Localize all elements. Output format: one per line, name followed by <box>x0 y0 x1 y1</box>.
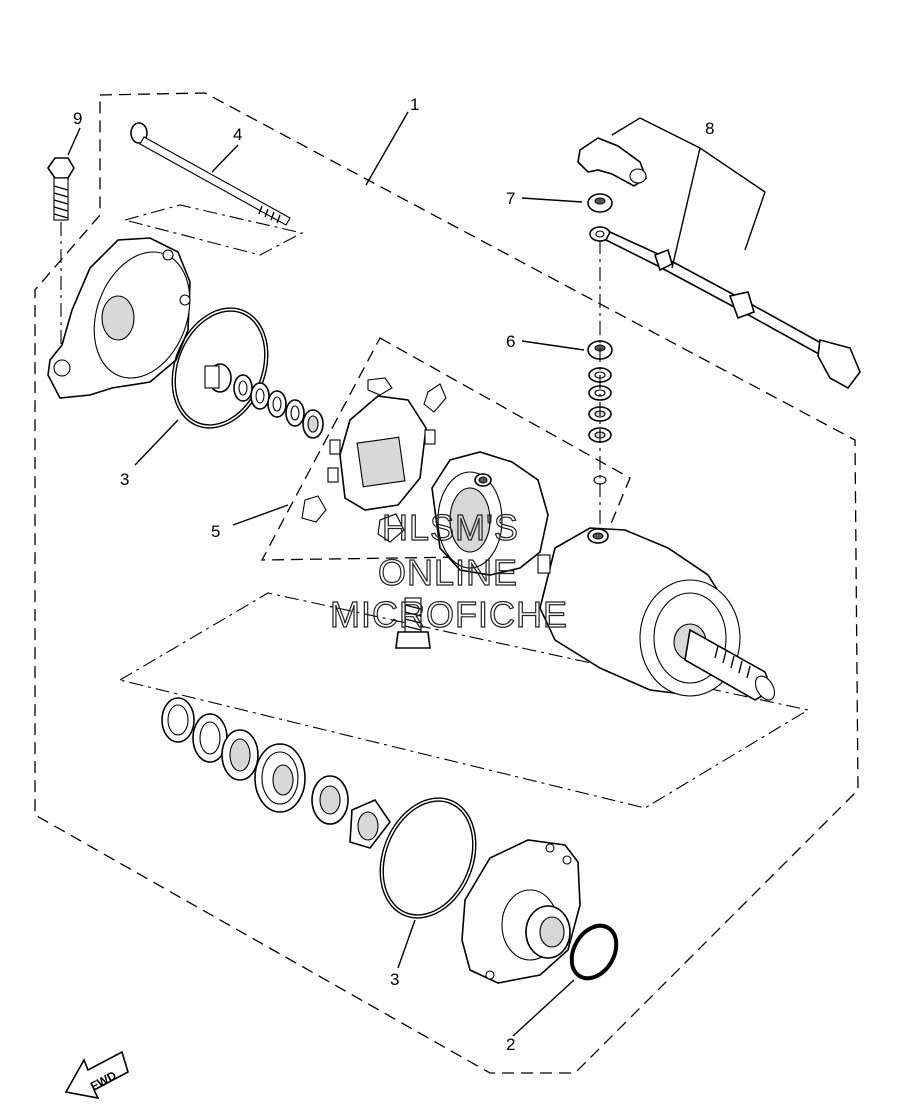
armature-outline-box <box>118 592 810 809</box>
starter-lead-cable <box>577 137 861 390</box>
bolt-part-9 <box>47 157 75 368</box>
label-part-2: 2 <box>506 1035 515 1054</box>
armature-motor-body <box>537 527 776 701</box>
label-part-8: 8 <box>705 119 714 138</box>
o-ring-lower <box>379 797 477 919</box>
label-part-1: 1 <box>410 95 419 114</box>
o-ring-part-2 <box>569 923 619 981</box>
through-bolt-part-4 <box>130 122 291 226</box>
label-part-3-lower: 3 <box>390 970 399 989</box>
terminal-hardware-stack <box>587 193 613 530</box>
washer-stack-upper <box>204 363 324 439</box>
terminal-stud <box>395 597 431 649</box>
label-part-7: 7 <box>506 189 515 208</box>
svg-text:MICROFICHE: MICROFICHE <box>330 594 568 635</box>
watermark: HLSM'S ONLINE MICROFICHE <box>329 506 568 635</box>
svg-text:ONLINE: ONLINE <box>378 552 518 593</box>
rear-cover <box>47 237 191 399</box>
label-part-4: 4 <box>233 125 242 144</box>
yoke-housing <box>431 451 549 576</box>
svg-text:HLSM'S: HLSM'S <box>382 507 519 548</box>
label-part-9: 9 <box>73 109 82 128</box>
assembly-boundary <box>34 92 859 1074</box>
through-bolt-outline-box <box>122 204 304 256</box>
leader-lines <box>67 111 766 1037</box>
front-cover <box>461 839 581 984</box>
label-part-3-upper: 3 <box>120 470 129 489</box>
label-part-6: 6 <box>506 332 515 351</box>
label-part-5: 5 <box>211 522 220 541</box>
forward-direction-arrow: FWD <box>64 1050 129 1100</box>
lower-seal-bearing-stack <box>161 697 391 849</box>
